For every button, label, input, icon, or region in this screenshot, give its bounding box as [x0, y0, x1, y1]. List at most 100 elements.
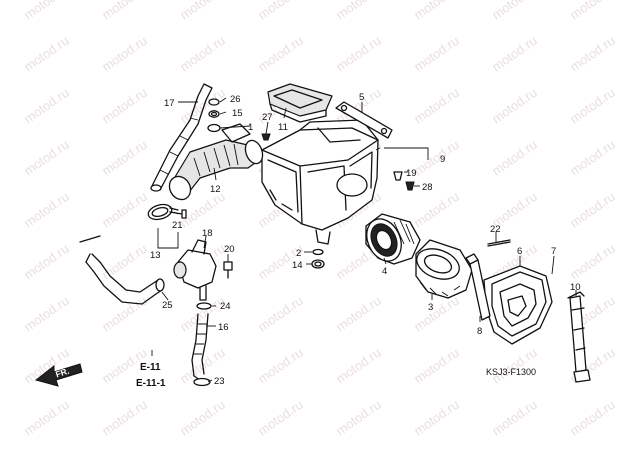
callout-3: 3	[428, 302, 433, 313]
watermark-text: motod.ru	[411, 85, 462, 127]
watermark-text: motod.ru	[21, 189, 72, 231]
drain-tube-16	[191, 313, 209, 381]
watermark-text: motod.ru	[255, 345, 306, 387]
callout-21: 21	[172, 220, 183, 231]
callout-7: 7	[551, 246, 556, 257]
callout-19: 19	[406, 168, 417, 179]
callout-8: 8	[477, 326, 482, 337]
callout-5: 5	[359, 92, 364, 103]
grommet-2	[312, 248, 324, 256]
fasteners-26-15-1	[207, 98, 221, 133]
watermark-text: motod.ru	[411, 33, 462, 75]
reference-e11: E-11	[140, 362, 161, 373]
connecting-tube	[168, 123, 264, 201]
bolt-27	[261, 133, 271, 141]
watermark-text: motod.ru	[411, 397, 462, 439]
callout-2: 2	[296, 248, 301, 259]
watermark-text: motod.ru	[411, 189, 462, 231]
callout-28: 28	[422, 182, 433, 193]
screw-28	[405, 181, 415, 191]
callout-9: 9	[440, 154, 445, 165]
watermark-text: motod.ru	[255, 397, 306, 439]
watermark-text: motod.ru	[411, 345, 462, 387]
watermark-text: motod.ru	[567, 0, 618, 22]
watermark-text: motod.ru	[489, 345, 540, 387]
watermark-text: motod.ru	[177, 0, 228, 22]
breather-hose	[79, 235, 165, 305]
air-cleaner-element	[365, 213, 421, 265]
callout-22: 22	[490, 224, 501, 235]
watermark-text: motod.ru	[333, 33, 384, 75]
watermark-text: motod.ru	[21, 397, 72, 439]
watermark-text: motod.ru	[333, 345, 384, 387]
leader-lines	[151, 97, 577, 383]
callout-15: 15	[232, 108, 243, 119]
watermark-text: motod.ru	[99, 137, 150, 179]
watermark-text: motod.ru	[21, 293, 72, 335]
watermark-text: motod.ru	[21, 241, 72, 283]
callout-12: 12	[210, 184, 221, 195]
watermark-text: motod.ru	[99, 241, 150, 283]
watermark-text: motod.ru	[411, 293, 462, 335]
callout-6: 6	[517, 246, 522, 257]
watermark-text: motod.ru	[489, 0, 540, 22]
watermark-text: motod.ru	[99, 189, 150, 231]
watermark-text: motod.ru	[255, 33, 306, 75]
sponge-element	[415, 239, 473, 299]
callout-16: 16	[218, 322, 229, 333]
callout-20: 20	[224, 244, 235, 255]
pin-22	[487, 239, 511, 247]
clamp-13	[147, 203, 179, 221]
drain-chamber-18	[173, 239, 217, 301]
watermark-text: motod.ru	[21, 137, 72, 179]
collar-14	[311, 259, 325, 269]
watermark-text: motod.ru	[177, 33, 228, 75]
watermark-text: motod.ru	[21, 0, 72, 22]
watermark-text: motod.ru	[567, 137, 618, 179]
air-cleaner-cover	[483, 265, 553, 345]
front-direction-arrow: FR.	[34, 363, 83, 387]
case-top-cover	[267, 83, 333, 123]
callout-13: 13	[150, 250, 161, 261]
callout-17: 17	[164, 98, 175, 109]
watermark-text: motod.ru	[99, 33, 150, 75]
watermark-text: motod.ru	[333, 0, 384, 22]
reference-e11-1: E-11-1	[136, 378, 166, 389]
bolt-20	[223, 261, 233, 279]
watermark-text: motod.ru	[99, 85, 150, 127]
callout-25: 25	[162, 300, 173, 311]
watermark-text: motod.ru	[567, 33, 618, 75]
watermark-text: motod.ru	[177, 397, 228, 439]
callout-10: 10	[570, 282, 581, 293]
watermark-text: motod.ru	[99, 397, 150, 439]
watermark-text: motod.ru	[177, 85, 228, 127]
hose-17	[150, 83, 213, 192]
direction-label: FR.	[54, 366, 70, 380]
watermark-text: motod.ru	[255, 0, 306, 22]
air-cleaner-case	[261, 119, 379, 245]
watermark-text: motod.ru	[489, 85, 540, 127]
bracket-5	[335, 101, 393, 139]
callout-4: 4	[382, 266, 387, 277]
watermark-text: motod.ru	[255, 293, 306, 335]
callout-layer: 1 2 3 4 5 6 7 8 9 10 11 12 13 14 15 16 1…	[150, 92, 581, 387]
callout-11: 11	[278, 122, 288, 133]
callout-24: 24	[220, 301, 231, 312]
callout-26: 26	[230, 94, 241, 105]
callout-23: 23	[214, 376, 225, 387]
watermark-text: motod.ru	[21, 85, 72, 127]
watermark-text: motod.ru	[489, 33, 540, 75]
watermark-text: motod.ru	[99, 293, 150, 335]
screw-19	[393, 171, 403, 181]
watermark-text: motod.ru	[489, 397, 540, 439]
callout-1: 1	[248, 122, 253, 133]
watermark-text: motod.ru	[411, 137, 462, 179]
clamp-24	[196, 302, 212, 310]
strap-10	[567, 291, 591, 383]
callout-27: 27	[262, 112, 273, 123]
watermark-text: motod.ru	[99, 0, 150, 22]
watermark-text: motod.ru	[567, 189, 618, 231]
watermark-text: motod.ru	[333, 397, 384, 439]
